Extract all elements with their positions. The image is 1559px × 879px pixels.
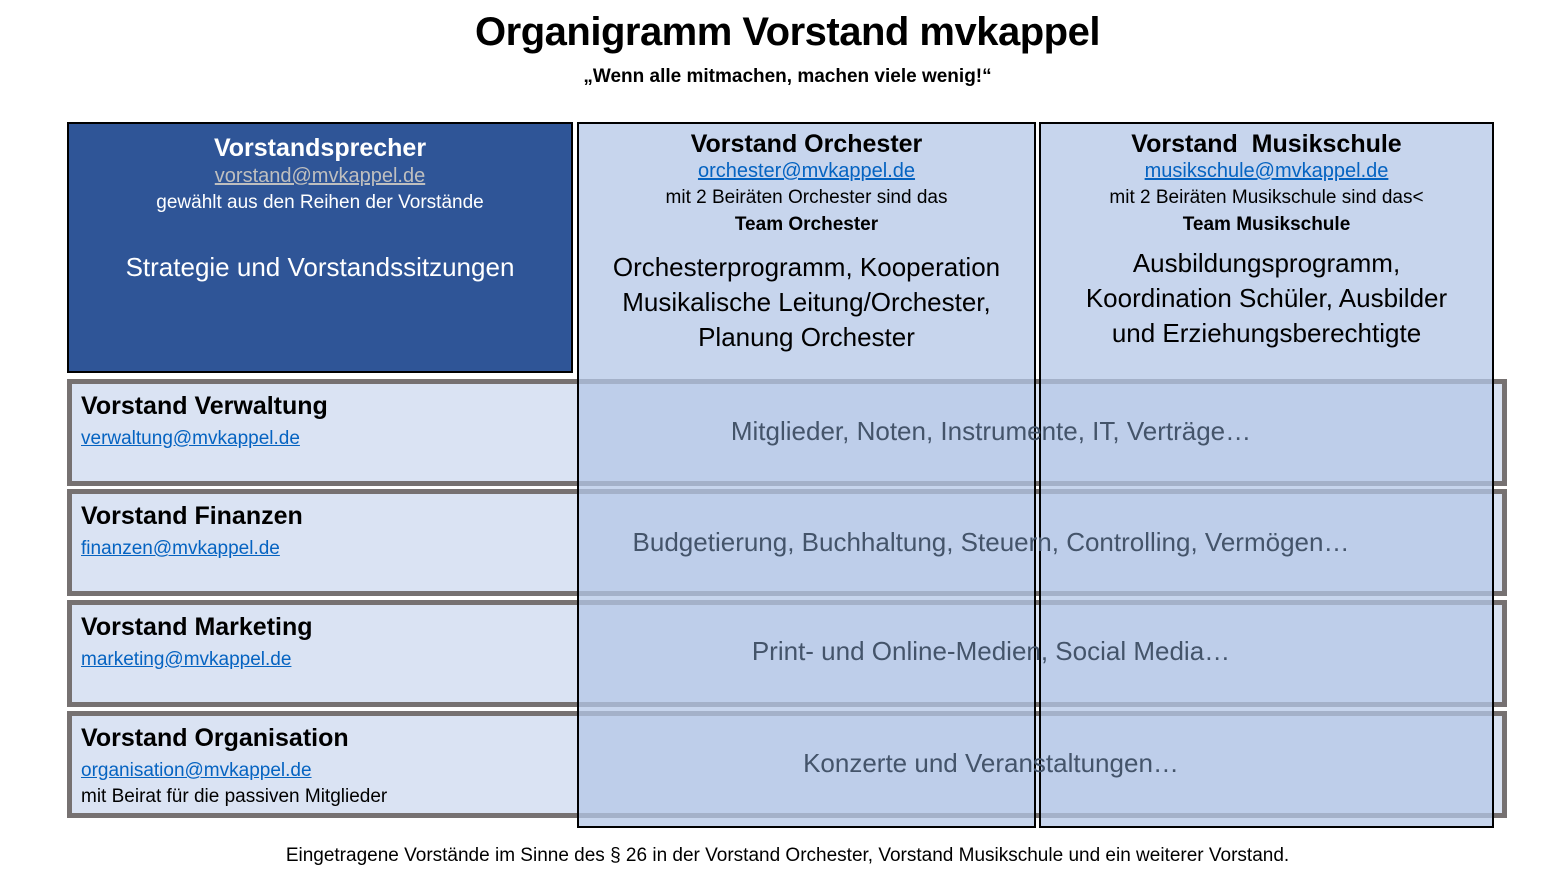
task-line: Koordination Schüler, Ausbilder — [1085, 283, 1448, 313]
column-tasks: Orchesterprogramm, Kooperation Musikalis… — [579, 250, 1034, 355]
page-subtitle: „Wenn alle mitmachen, machen viele wenig… — [583, 66, 992, 87]
email-link[interactable]: musikschule@mvkappel.de — [1144, 160, 1389, 182]
column-tasks: Ausbildungsprogramm, Koordination Schüle… — [1041, 246, 1492, 351]
column-title: Vorstand Orchester — [690, 130, 923, 158]
email-link[interactable]: organisation@mvkappel.de — [81, 760, 312, 781]
email-link[interactable]: verwaltung@mvkappel.de — [81, 428, 300, 449]
column-orchester: Vorstand Orchester orchester@mvkappel.de… — [577, 122, 1036, 828]
row-title: Vorstand Finanzen — [81, 502, 303, 530]
task-line: Musikalische Leitung/Orchester, — [622, 287, 991, 317]
row-note: mit Beirat für die passiven Mitglieder — [81, 786, 388, 807]
column-team: Team Orchester — [734, 214, 879, 235]
row-title: Vorstand Marketing — [81, 613, 313, 641]
email-link[interactable]: finanzen@mvkappel.de — [81, 538, 280, 559]
column-title: Vorstand Musikschule — [1131, 130, 1402, 158]
column-note: mit 2 Beiräten Musikschule sind das< — [1109, 187, 1424, 208]
column-note: mit 2 Beiräten Orchester sind das — [665, 187, 948, 208]
column-musikschule: Vorstand Musikschule musikschule@mvkappe… — [1039, 122, 1494, 828]
row-tasks-verwaltung: Mitglieder, Noten, Instrumente, IT, Vert… — [730, 416, 1252, 446]
row-title: Vorstand Organisation — [81, 724, 349, 752]
email-link[interactable]: orchester@mvkappel.de — [697, 160, 916, 182]
email-link[interactable]: vorstand@mvkappel.de — [214, 165, 426, 187]
task-line: Orchesterprogramm, Kooperation — [612, 252, 1001, 282]
column-team: Team Musikschule — [1182, 214, 1351, 235]
row-title: Vorstand Verwaltung — [81, 392, 328, 420]
task-line: Planung Orchester — [698, 322, 915, 352]
row-tasks-marketing: Print- und Online-Medien, Social Media… — [751, 636, 1231, 666]
speaker-note: gewählt aus den Reihen der Vorstände — [156, 192, 484, 213]
page-title: Organigramm Vorstand mvkappel — [475, 10, 1100, 54]
email-link[interactable]: marketing@mvkappel.de — [81, 649, 292, 670]
row-tasks-organisation: Konzerte und Veranstaltungen… — [803, 748, 1179, 778]
task-line: Ausbildungsprogramm, — [1132, 248, 1401, 278]
task-line: und Erziehungsberechtigte — [1111, 318, 1422, 348]
speaker-box: Vorstandsprecher vorstand@mvkappel.de ge… — [67, 122, 573, 373]
speaker-tasks: Strategie und Vorstandssitzungen — [125, 252, 515, 282]
footer-note: Eingetragene Vorstände im Sinne des § 26… — [285, 845, 1290, 866]
row-tasks-finanzen: Budgetierung, Buchhaltung, Steuern, Cont… — [632, 527, 1350, 557]
speaker-title: Vorstandsprecher — [213, 134, 427, 162]
